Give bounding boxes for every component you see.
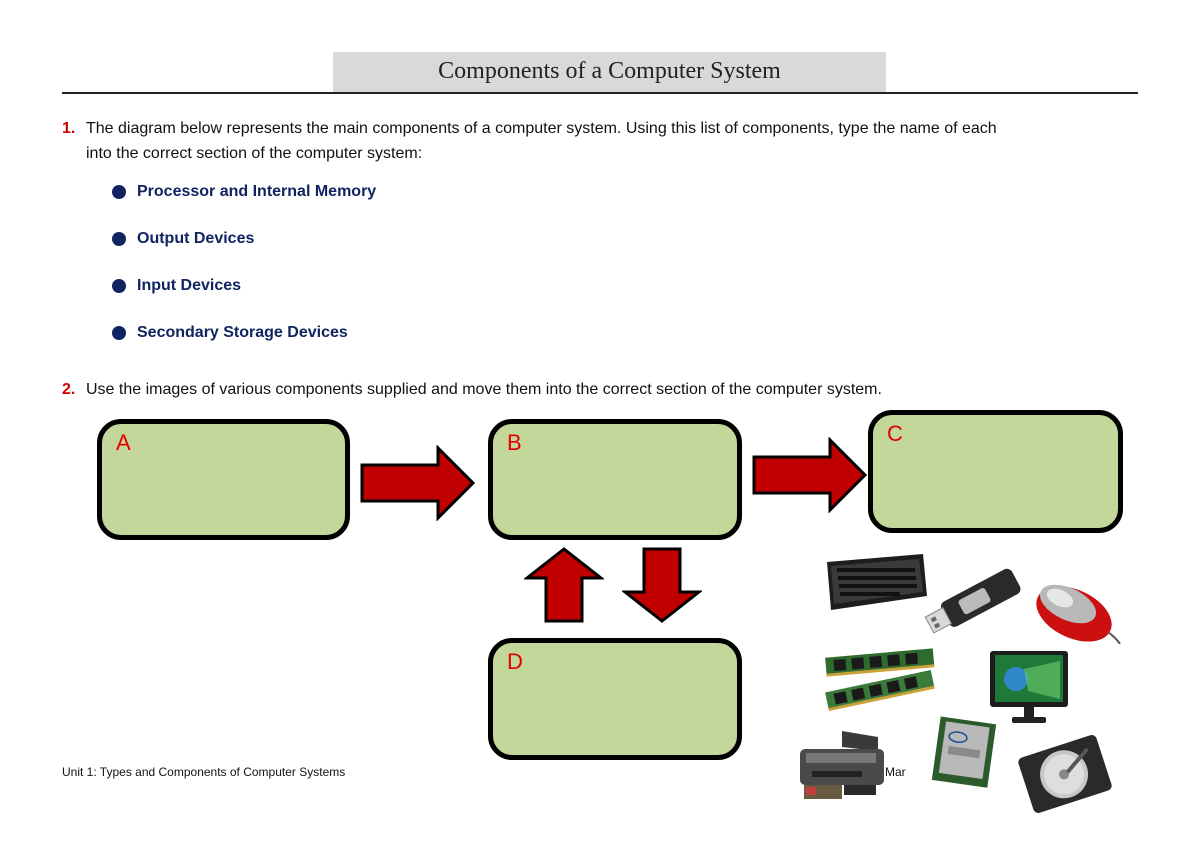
bullet-icon (112, 232, 126, 246)
arrow-d-to-b-icon (524, 547, 604, 623)
arrow-a-to-b-icon (360, 445, 476, 521)
question-1: 1. The diagram below represents the main … (62, 116, 1142, 166)
keyboard-image[interactable] (823, 552, 929, 614)
processor-chip-image[interactable] (928, 712, 998, 792)
question-2-text: Use the images of various components sup… (86, 381, 882, 398)
question-2-number: 2. (62, 381, 76, 398)
box-a-input[interactable]: A (97, 419, 350, 540)
arrow-b-to-d-icon (622, 547, 702, 623)
mouse-image[interactable] (1030, 574, 1122, 644)
question-2: 2. Use the images of various components s… (62, 377, 1142, 402)
question-1-line-2: into the correct section of the computer… (86, 145, 423, 162)
box-c-label: C (887, 421, 903, 446)
question-1-number: 1. (62, 120, 76, 137)
component-item-input: Input Devices (112, 277, 241, 295)
component-item-processor: Processor and Internal Memory (112, 183, 376, 201)
component-label: Secondary Storage Devices (137, 324, 348, 341)
title-divider (62, 92, 1138, 94)
footer-unit-title: Unit 1: Types and Components of Computer… (62, 765, 346, 779)
component-label: Output Devices (137, 230, 255, 247)
bullet-icon (112, 185, 126, 199)
question-1-line-1: The diagram below represents the main co… (86, 120, 997, 137)
box-b-processor[interactable]: B (488, 419, 742, 540)
title-band (333, 52, 886, 92)
box-c-output[interactable]: C (868, 410, 1123, 533)
component-label: Input Devices (137, 277, 242, 294)
arrow-b-to-c-icon (752, 437, 868, 513)
component-label: Processor and Internal Memory (137, 183, 377, 200)
component-item-output: Output Devices (112, 230, 254, 248)
hard-drive-image[interactable] (1016, 735, 1114, 813)
box-a-label: A (116, 430, 131, 455)
component-item-storage: Secondary Storage Devices (112, 324, 348, 342)
page-title: Components of a Computer System (438, 58, 781, 84)
ram-image[interactable] (822, 645, 938, 715)
bullet-icon (112, 279, 126, 293)
usb-drive-image[interactable] (920, 563, 1030, 641)
box-d-label: D (507, 649, 523, 674)
printer-image[interactable] (792, 727, 892, 807)
box-b-label: B (507, 430, 522, 455)
bullet-icon (112, 326, 126, 340)
monitor-image[interactable] (988, 649, 1070, 727)
box-d-storage[interactable]: D (488, 638, 742, 760)
